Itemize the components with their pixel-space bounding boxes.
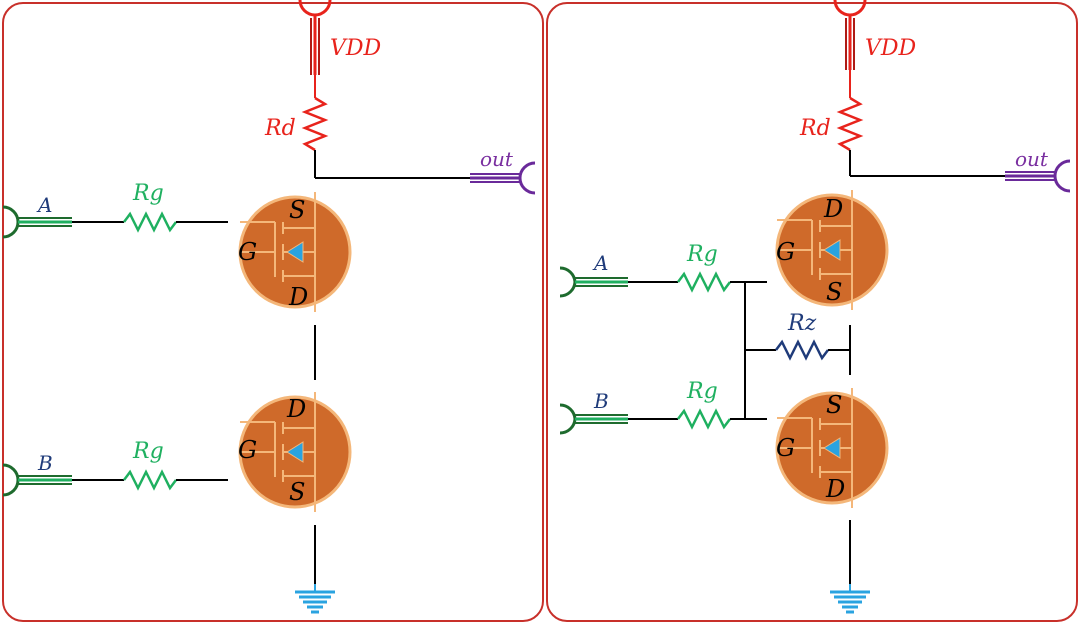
left-input-a-pin	[2, 205, 72, 239]
right-rd-label: Rd	[799, 116, 831, 141]
left-t1-gate-label: G	[238, 238, 257, 266]
right-rg-b-resistor	[677, 408, 731, 430]
left-rg-b-resistor	[123, 469, 177, 491]
left-input-b-label: B	[37, 451, 53, 475]
right-ground-icon	[828, 582, 872, 614]
right-t2-top-label: S	[826, 391, 842, 419]
right-input-a-pin	[559, 266, 628, 298]
right-rg-a-resistor	[677, 271, 731, 293]
right-rz-resistor	[775, 339, 829, 361]
left-t1-top-label: S	[289, 196, 305, 224]
left-rg-a-resistor	[123, 211, 177, 233]
right-panel: VDD Rd out G D S G S D	[546, 0, 1078, 622]
left-input-a-label: A	[36, 193, 52, 217]
left-out-label: out	[480, 147, 514, 171]
left-t2-top-label: D	[286, 395, 306, 423]
left-rd-resistor	[301, 96, 329, 152]
left-ground-icon	[293, 582, 337, 614]
right-frame	[546, 2, 1078, 622]
right-input-b-pin	[559, 403, 628, 435]
right-rd-resistor	[836, 96, 864, 152]
right-t1-bottom-label: S	[826, 278, 842, 306]
right-rg-a-label: Rg	[686, 242, 718, 267]
right-out-pin	[1005, 159, 1071, 193]
right-t1-gate-label: G	[776, 238, 795, 266]
left-vdd-pin	[298, 0, 332, 75]
right-rg-b-label: Rg	[686, 379, 718, 404]
right-t1-top-label: D	[823, 195, 843, 223]
right-rz-label: Rz	[787, 311, 817, 336]
left-rg-b-label: Rg	[132, 439, 164, 464]
left-t2-bottom-label: S	[289, 478, 305, 506]
left-vdd-label: VDD	[330, 36, 382, 61]
left-frame	[2, 2, 544, 622]
left-t1-bottom-label: D	[288, 283, 308, 311]
left-panel: VDD Rd out G S D G D S	[2, 0, 544, 622]
right-vdd-pin	[833, 0, 867, 70]
right-t2-gate-label: G	[776, 434, 795, 462]
left-out-pin	[470, 161, 536, 195]
right-vdd-label: VDD	[865, 36, 917, 61]
right-input-b-label: B	[593, 389, 609, 413]
right-input-a-label: A	[592, 251, 608, 275]
right-out-label: out	[1015, 147, 1049, 171]
left-input-b-pin	[2, 463, 72, 497]
left-rg-a-label: Rg	[132, 181, 164, 206]
left-t2-gate-label: G	[238, 436, 257, 464]
right-t2-bottom-label: D	[825, 475, 845, 503]
left-rd-label: Rd	[264, 116, 296, 141]
